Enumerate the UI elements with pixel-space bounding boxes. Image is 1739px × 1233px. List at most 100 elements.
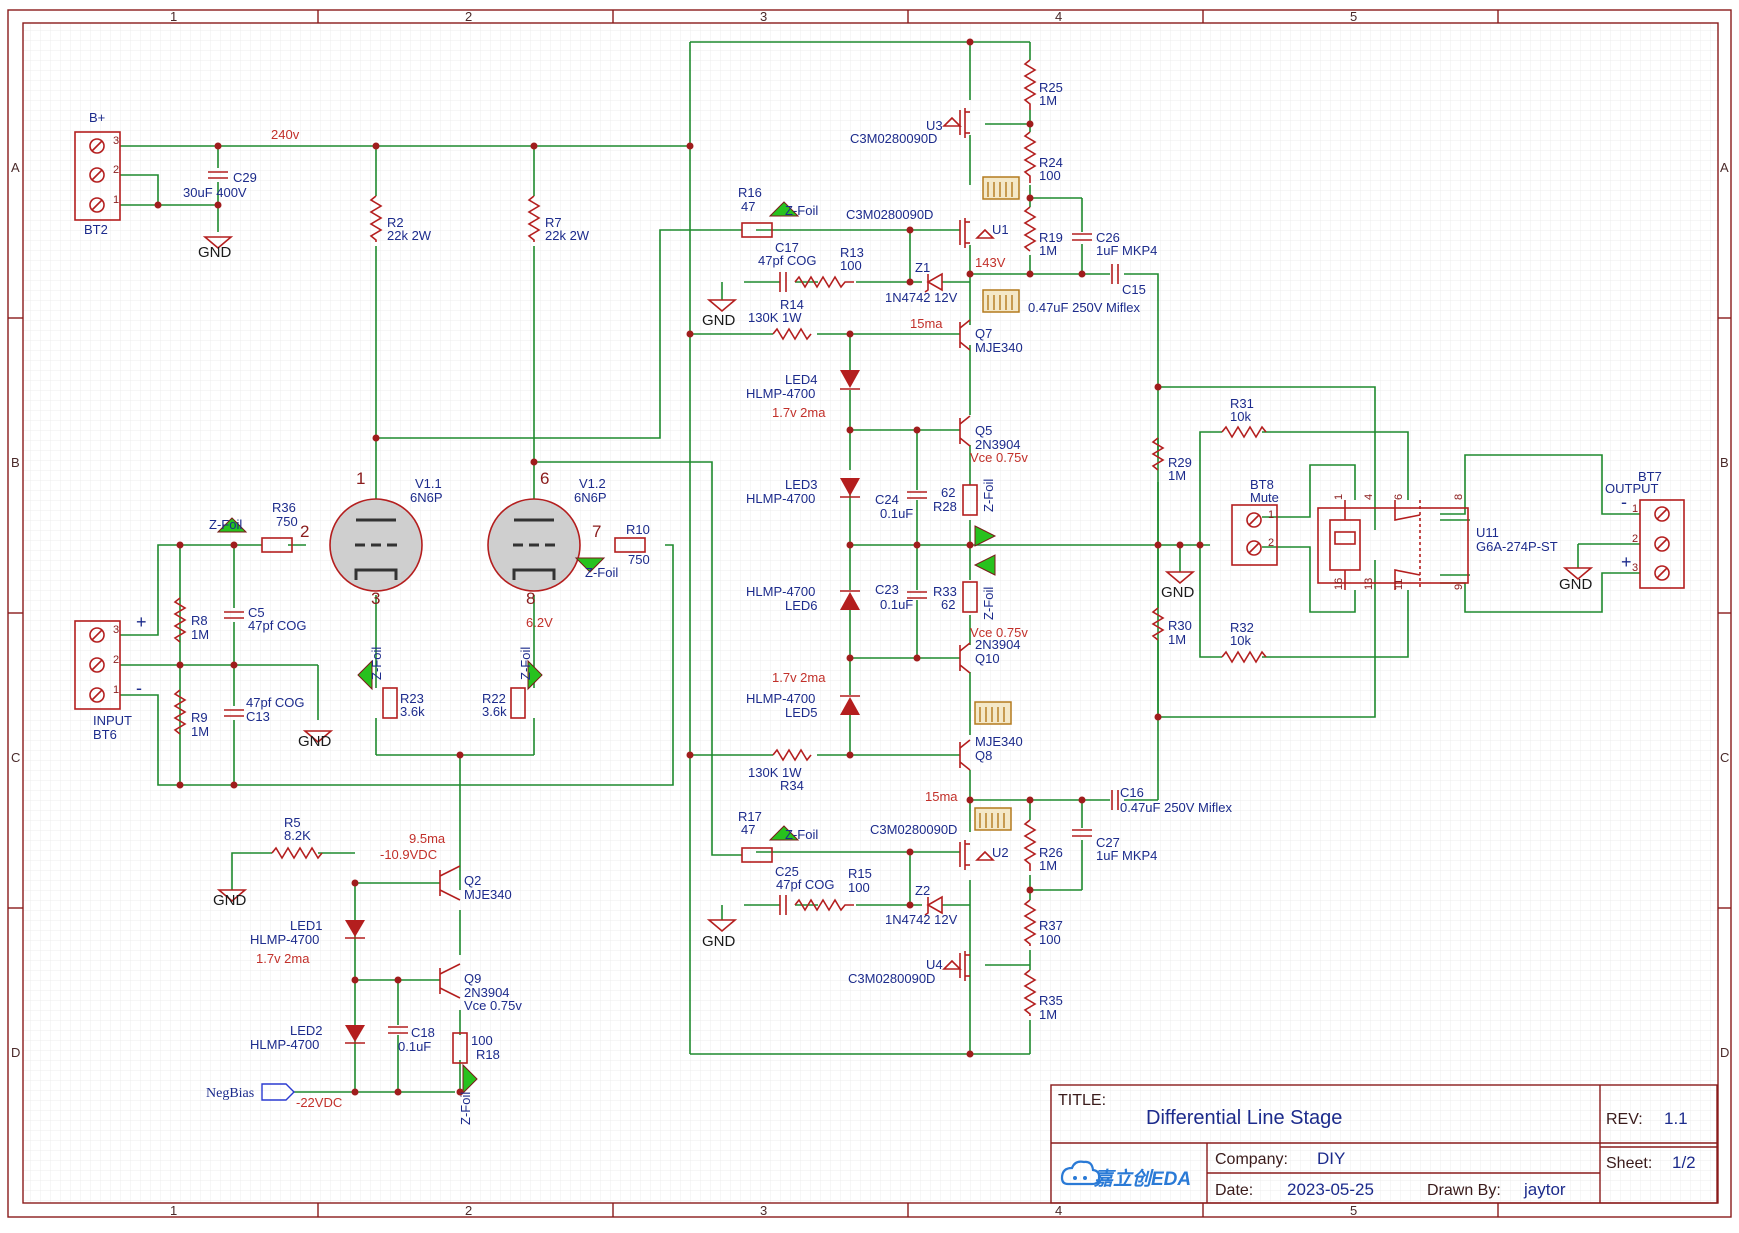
r36-ref: R36: [272, 500, 296, 515]
r37-ref: R37: [1039, 918, 1063, 933]
c17-ref: C17: [775, 240, 799, 255]
input-plus: +: [136, 612, 147, 632]
resistor-r2: [369, 195, 383, 242]
r16-val: 47: [741, 199, 755, 214]
drawn-by-value: jaytor: [1523, 1180, 1566, 1199]
r10-ref: R10: [626, 522, 650, 537]
pin-label: 7: [592, 522, 601, 541]
resistor-r36: [261, 537, 293, 553]
r7-ref: R7: [545, 215, 562, 230]
col-label-3b: 3: [760, 1203, 767, 1218]
bt8-name: Mute: [1250, 490, 1279, 505]
voltage-6-2: 6.2V: [526, 615, 553, 630]
zfoil-flag-icon: [216, 201, 997, 1095]
row-label-b-r: B: [1720, 455, 1729, 470]
led3-ref: LED3: [785, 477, 818, 492]
capacitor-c23: [907, 591, 927, 599]
gnd-label: GND: [1559, 576, 1593, 593]
r28-ref: R28: [933, 499, 957, 514]
u4-val: C3M0280090D: [848, 971, 935, 986]
resistor-r28: [962, 484, 978, 516]
resistor-r23: [382, 687, 398, 719]
r8-ref: R8: [191, 613, 208, 628]
r23-val: 3.6k: [400, 704, 425, 719]
c29-val: 30uF 400V: [183, 185, 247, 200]
led2-ref: LED2: [290, 1023, 323, 1038]
pin-label: 8: [526, 589, 535, 608]
q9-note: Vce 0.75v: [464, 998, 522, 1013]
r30-val: 1M: [1168, 632, 1186, 647]
r23-ref: R23: [400, 691, 424, 706]
r29-val: 1M: [1168, 468, 1186, 483]
bt6-ref: BT6: [93, 727, 117, 742]
led2-val: HLMP-4700: [250, 1037, 319, 1052]
col-label-5b: 5: [1350, 1203, 1357, 1218]
capacitor-c24: [907, 491, 927, 499]
resistor-r22: [510, 687, 526, 719]
r33-ref: R33: [933, 584, 957, 599]
pin-label: 2: [300, 522, 309, 541]
row-label-a: A: [11, 160, 20, 175]
q8-ref: Q8: [975, 748, 992, 763]
r10-val: 750: [628, 552, 650, 567]
voltage-neg10-9: -10.9VDC: [380, 847, 437, 862]
c17-val: 47pf COG: [758, 253, 817, 268]
u3-val: C3M0280090D: [850, 131, 937, 146]
z1-val: 1N4742 12V: [885, 290, 958, 305]
led1-val: HLMP-4700: [250, 932, 319, 947]
col-label-4: 4: [1055, 9, 1062, 24]
title-block: TITLE: Differential Line Stage REV: 1.1 …: [1050, 1084, 1718, 1204]
r15-val: 100: [848, 880, 870, 895]
pin-label: 1: [1333, 494, 1345, 500]
tube-v1-2: [487, 498, 581, 592]
negbias-port: [261, 1083, 295, 1101]
q9-val: 2N3904: [464, 985, 510, 1000]
v11-type: 6N6P: [410, 490, 443, 505]
r22-val: 3.6k: [482, 704, 507, 719]
zener-z2: [924, 895, 943, 916]
u1-ref: U1: [992, 222, 1009, 237]
c26-val: 1uF MKP4: [1096, 243, 1157, 258]
col-label-1: 1: [170, 9, 177, 24]
bt7-name: OUTPUT: [1605, 481, 1659, 496]
pin-label: 1: [113, 194, 119, 206]
q2-ref: Q2: [464, 873, 481, 888]
r13-ref: R13: [840, 245, 864, 260]
resistor-r35: [1023, 969, 1037, 1016]
r35-ref: R35: [1039, 993, 1063, 1008]
led5-ref: LED5: [785, 705, 818, 720]
r26-val: 1M: [1039, 858, 1057, 873]
u2-val: C3M0280090D: [870, 822, 957, 837]
q5-ref: Q5: [975, 423, 992, 438]
easyeda-logo: 嘉立创EDA: [1060, 1160, 1191, 1190]
pin-label: 1: [1268, 509, 1274, 521]
r17-val: 47: [741, 822, 755, 837]
r5-val: 8.2K: [284, 828, 311, 843]
transistor-q10: [959, 642, 971, 674]
r35-val: 1M: [1039, 1007, 1057, 1022]
resistor-r13: [794, 275, 854, 289]
row-label-d-r: D: [1720, 1045, 1729, 1060]
transistor-q7: [959, 319, 971, 351]
title-label: TITLE:: [1058, 1092, 1106, 1109]
led4-ref: LED4: [785, 372, 818, 387]
r13-val: 100: [840, 258, 862, 273]
c29-ref: C29: [233, 170, 257, 185]
led1-ref: LED1: [290, 918, 323, 933]
logo-text: 嘉立创EDA: [1093, 1168, 1191, 1190]
col-label-2b: 2: [465, 1203, 472, 1218]
pin-label: 8: [1453, 494, 1465, 500]
r25-ref: R25: [1039, 80, 1063, 95]
row-label-c-r: C: [1720, 750, 1729, 765]
pin-label: 9: [1453, 584, 1465, 590]
col-label-5: 5: [1350, 9, 1357, 24]
r24-val: 100: [1039, 168, 1061, 183]
z2-ref: Z2: [915, 883, 930, 898]
r9-val: 1M: [191, 724, 209, 739]
c27-val: 1uF MKP4: [1096, 848, 1157, 863]
r26-ref: R26: [1039, 845, 1063, 860]
v12-ref: V1.2: [579, 476, 606, 491]
zfoil-label: Z-Foil: [981, 479, 996, 512]
bt2-connector: [74, 131, 121, 221]
col-label-2: 2: [465, 9, 472, 24]
